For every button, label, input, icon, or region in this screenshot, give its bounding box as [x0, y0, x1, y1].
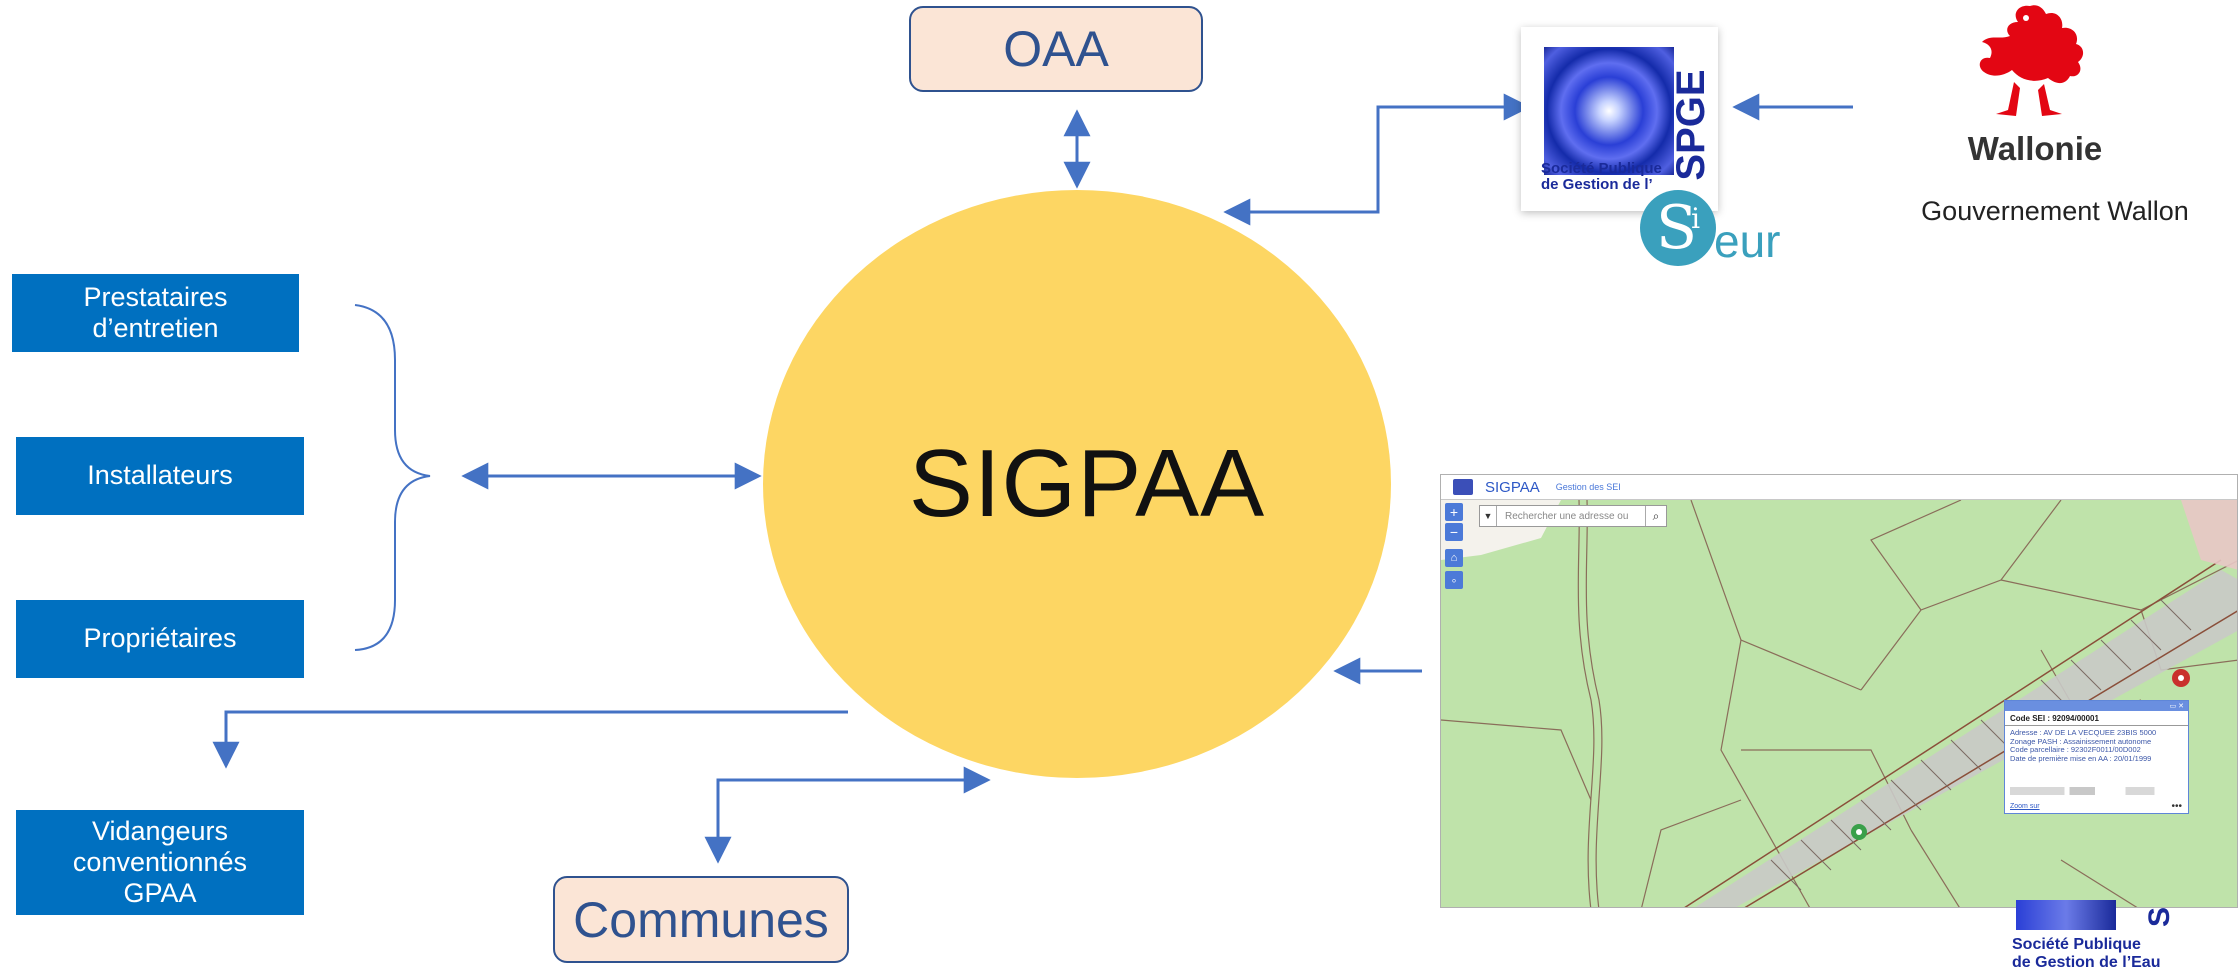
- map-popup-redacted: [2010, 787, 2180, 795]
- map-home-icon: ⌂: [1445, 549, 1463, 567]
- spge-bottom-tagline: Société Publique de Gestion de l’Eau: [2012, 936, 2161, 971]
- map-topbar: SIGPAA Gestion des SEI: [1441, 475, 2237, 500]
- map-popup-title: Code SEI : 92094/00001: [2005, 711, 2188, 726]
- spge-tagline: Société Publique de Gestion de l’: [1541, 160, 1662, 193]
- map-popup-line: Adresse : AV DE LA VECQUEE 23BIS 5000: [2010, 729, 2157, 737]
- spge-bottom-letter: S: [2143, 906, 2177, 928]
- arrow-spge-hub: [1223, 93, 1531, 226]
- communes-box: Communes: [553, 876, 849, 963]
- actor-proprietaires-label: Propriétaires: [83, 623, 237, 654]
- map-zoom-out-icon: −: [1445, 523, 1463, 541]
- actor-prestataires-label: Prestataires d’entretien: [83, 281, 228, 343]
- sieur-i-letter: i: [1691, 201, 1701, 235]
- actors-brace: [354, 304, 431, 651]
- wallonie-wordmark: Wallonie: [1967, 130, 2103, 167]
- map-layer-icon: ◦: [1445, 571, 1463, 589]
- map-zoom-in-icon: +: [1445, 503, 1463, 521]
- sigpaa-hub: SIGPAA: [763, 190, 1391, 778]
- wallonie-rooster-icon: [1979, 5, 2084, 116]
- map-popup-line: Zonage PASH : Assainissement autonome: [2010, 737, 2152, 746]
- map-popup-line: Code parcellaire : 92302F0011/00D002: [2010, 746, 2141, 755]
- sigpaa-label: SIGPAA: [908, 430, 1266, 537]
- map-app-icon: [1453, 479, 1473, 495]
- map-app-title: SIGPAA: [1485, 478, 1540, 496]
- map-app-subtitle: Gestion des SEI: [1555, 482, 1621, 492]
- spge-letters: SPGE: [1668, 69, 1713, 181]
- spge-bottom-logo: S Société Publique de Gestion de l’Eau: [2000, 900, 2200, 973]
- arrow-hub-vidangeurs: [212, 710, 848, 769]
- actor-installateurs-label: Installateurs: [87, 460, 233, 491]
- spge-bottom-swirl-icon: [2016, 900, 2116, 930]
- sieur-suffix: eur: [1714, 215, 1781, 267]
- map-info-popup: ▭ ✕ Code SEI : 92094/00001 Adresse : AV …: [2004, 700, 2189, 814]
- map-popup-header: ▭ ✕: [2005, 701, 2188, 711]
- oaa-label: OAA: [1003, 21, 1109, 77]
- actor-vidangeurs-label: Vidangeurs conventionnés GPAA: [72, 815, 248, 909]
- sigpaa-map-screenshot: SIGPAA Gestion des SEI ▼ Rechercher une …: [1440, 474, 2238, 908]
- map-popup-line: Date de première mise en AA : 20/01/1999: [2010, 754, 2152, 763]
- government-label: Gouvernement Wallon: [1921, 196, 2189, 226]
- map-popup-more-icon: •••: [2171, 801, 2182, 812]
- communes-label: Communes: [573, 891, 829, 948]
- oaa-box: OAA: [909, 6, 1203, 92]
- map-search-bar: ▼ Rechercher une adresse ou ⌕: [1479, 505, 1667, 527]
- actor-prestataires: Prestataires d’entretien: [12, 274, 299, 352]
- map-search-dropdown-icon: ▼: [1480, 506, 1497, 526]
- arrow-communes-hub: [704, 766, 991, 864]
- map-search-icon: ⌕: [1645, 506, 1666, 526]
- actor-proprietaires: Propriétaires: [16, 600, 304, 678]
- actor-vidangeurs: Vidangeurs conventionnés GPAA: [16, 810, 304, 915]
- actor-installateurs: Installateurs: [16, 437, 304, 515]
- map-search-input: Rechercher une adresse ou: [1505, 510, 1629, 522]
- map-popup-zoom-link: Zoom sur: [2010, 803, 2040, 810]
- spge-swirl-icon: [1544, 47, 1674, 175]
- sieur-s-letter: S: [1655, 193, 1698, 263]
- spge-logo: SPGE Société Publique de Gestion de l’: [1521, 27, 1718, 211]
